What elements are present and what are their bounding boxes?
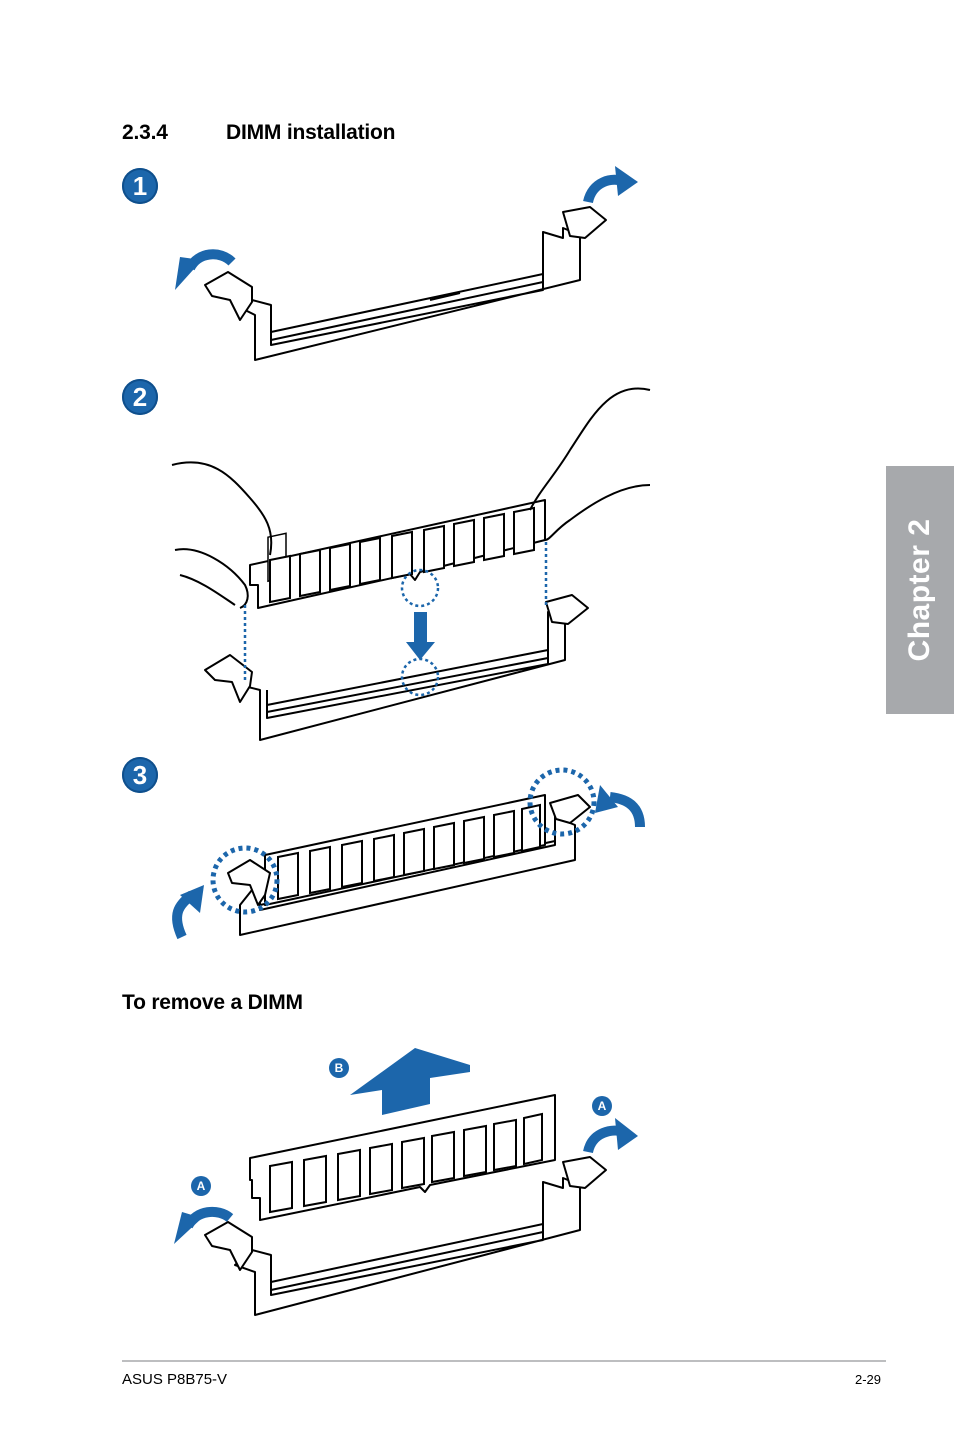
arrow-up-left-icon	[172, 885, 204, 940]
figure-insert-module	[171, 387, 651, 741]
section-title: DIMM installation	[226, 121, 396, 144]
arrow-up-right-icon	[595, 785, 645, 828]
figure-lock-module	[172, 767, 645, 940]
badge-a-left: A	[191, 1176, 211, 1196]
module-chips-seated	[277, 803, 541, 901]
module-chips	[269, 506, 535, 604]
step-1-badge: 1	[122, 168, 158, 204]
step-3-badge: 3	[122, 757, 158, 793]
remove-dimm-title: To remove a DIMM	[122, 991, 303, 1014]
arrow-right-icon	[583, 166, 638, 204]
footer-divider	[122, 1360, 886, 1362]
arrow-left-icon	[174, 1206, 234, 1244]
footer-product: ASUS P8B75-V	[122, 1371, 228, 1388]
arrow-up-icon	[350, 1048, 470, 1115]
arrow-left-icon	[175, 249, 236, 290]
figure-open-slot	[175, 166, 638, 361]
badge-a-right: A	[592, 1096, 612, 1116]
step-2-badge: 2	[122, 379, 158, 415]
footer-page-number: 2-29	[855, 1372, 882, 1387]
chapter-label: Chapter 2	[903, 518, 936, 662]
arrow-down-icon	[406, 612, 435, 660]
arrow-right-icon	[583, 1118, 638, 1154]
section-number: 2.3.4	[122, 121, 168, 144]
figure-remove-module	[174, 1048, 638, 1316]
chapter-tab: Chapter 2	[886, 466, 954, 714]
badge-b: B	[329, 1058, 349, 1078]
removed-module-chips	[269, 1112, 543, 1214]
